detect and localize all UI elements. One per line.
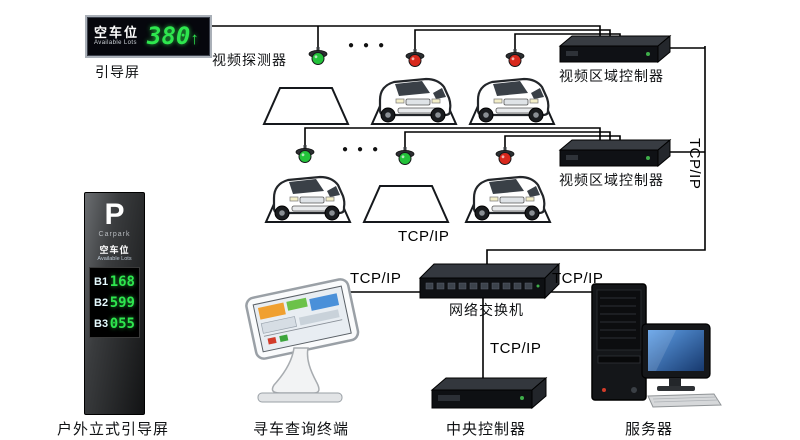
pillar-available-en: Available Lots [97, 255, 132, 262]
label-network-switch: 网络交换机 [449, 302, 524, 318]
label-video-detector: 视频探测器 [212, 52, 287, 68]
pillar-row-b2: B2 599 [94, 292, 135, 313]
pillar-p-letter: P [104, 198, 125, 231]
tcpip-label-right: TCP/IP [686, 138, 703, 190]
video-detector-icon [295, 144, 315, 163]
cable [209, 25, 601, 40]
pillar-count-screen: B1 168 B2 599 B3 055 [89, 267, 140, 339]
car-icon [378, 77, 452, 124]
ellipsis-row1: ●●● [348, 40, 394, 51]
pillar-row-b3: B3 055 [94, 313, 135, 334]
video-detector-icon [395, 146, 415, 165]
cable [486, 46, 706, 266]
floor-label: B2 [94, 296, 109, 309]
network-switch-box [418, 262, 561, 300]
pillar-available-heading: 空车位 Available Lots [97, 245, 131, 262]
video-area-controller-box-1 [558, 34, 672, 64]
parking-space [262, 87, 350, 125]
label-video-area-controller-1: 视频区域控制器 [559, 68, 664, 84]
server-keyboard [647, 393, 722, 408]
label-outdoor-sign: 户外立式引导屏 [57, 421, 170, 438]
floor-label: B1 [94, 275, 109, 288]
label-central-controller: 中央控制器 [446, 421, 527, 438]
ellipsis-row2: ●●● [342, 144, 388, 155]
video-detector-icon [308, 46, 328, 65]
cable [414, 29, 611, 50]
video-detector-icon [505, 48, 525, 67]
floor-label: B3 [94, 317, 109, 330]
outdoor-sign-pillar: P Carpark 空车位 Available Lots B1 168 B2 5… [84, 192, 145, 415]
video-detector-icon [495, 146, 515, 165]
label-guidance-screen: 引导屏 [95, 64, 140, 80]
floor-count: 168 [109, 273, 135, 290]
pillar-row-b1: B1 168 [94, 271, 135, 292]
parking-space [362, 185, 450, 223]
server-monitor [641, 323, 711, 391]
pillar-carpark-label: Carpark [98, 231, 131, 238]
kiosk-base [257, 392, 343, 403]
cable [404, 131, 611, 148]
led-title-cn: 空车位 [94, 25, 140, 41]
tcpip-label-central: TCP/IP [490, 340, 542, 357]
label-kiosk: 寻车查询终端 [253, 421, 350, 438]
label-video-area-controller-2: 视频区域控制器 [559, 172, 664, 188]
tcpip-label-server: TCP/IP [552, 270, 604, 287]
kiosk-screen [245, 278, 360, 360]
connection-lines [209, 25, 706, 380]
kiosk-terminal [245, 278, 360, 403]
video-area-controller-box-2 [558, 138, 672, 168]
car-icon [272, 175, 346, 222]
car-icon [472, 175, 546, 222]
floor-count: 055 [109, 315, 135, 332]
led-title-en: Available Lots [94, 40, 137, 47]
tcpip-label-kiosk: TCP/IP [350, 270, 402, 287]
label-server: 服务器 [625, 421, 674, 438]
tcpip-label-uplink: TCP/IP [398, 228, 450, 245]
video-detector-icon [405, 48, 425, 67]
led-available-count: 380 [147, 22, 191, 50]
central-controller-box [430, 376, 548, 410]
led-display: 空车位 Available Lots 380↑ [85, 15, 212, 58]
car-icon [476, 77, 550, 124]
server-tower [591, 283, 647, 401]
floor-count: 599 [109, 294, 135, 311]
pillar-available-cn: 空车位 [99, 245, 130, 255]
up-arrow-icon: ↑ [190, 29, 199, 48]
